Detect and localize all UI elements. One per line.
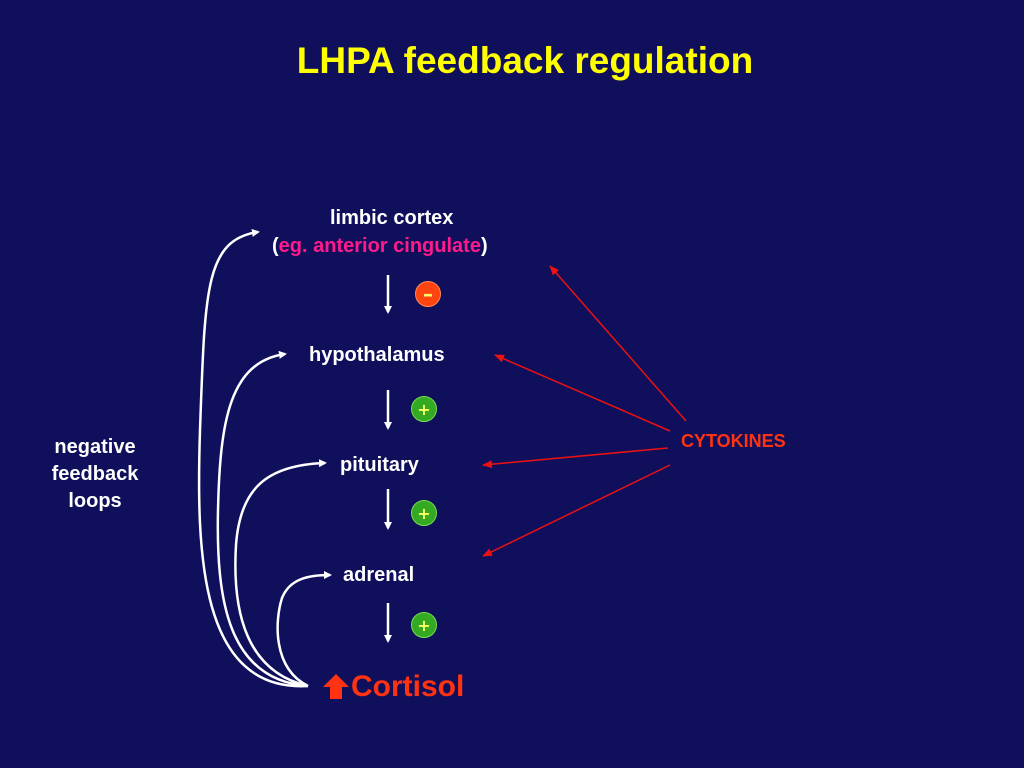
feedback-curve-hypothalamus: [216, 350, 309, 688]
cytokine-arrow-limbic: [549, 265, 687, 422]
feedback-line-2: feedback: [51, 463, 139, 485]
cytokine-arrow-pituitary: [482, 447, 669, 469]
limbic-example-text: eg. anterior cingulate: [278, 235, 481, 257]
negative-feedback-label: negative feedback loops: [36, 434, 154, 515]
feedback-line-3: loops: [68, 490, 122, 512]
feedback-curve-pituitary: [234, 459, 327, 688]
feedback-line-1: negative: [54, 436, 136, 458]
feedback-curve-limbic: [197, 228, 309, 688]
cortisol-label: Cortisol: [351, 670, 465, 703]
node-limbic-cortex: limbic cortex: [330, 207, 454, 229]
feedback-curve-adrenal: [276, 571, 332, 688]
inhibit-sign: –: [415, 281, 441, 307]
cytokines-label: CYTOKINES: [681, 431, 786, 451]
stimulate-sign-pituitary: +: [411, 500, 437, 526]
stimulate-sign-adrenal: +: [411, 612, 437, 638]
limbic-paren-open: (: [272, 235, 279, 257]
node-adrenal: adrenal: [343, 564, 415, 586]
node-hypothalamus: hypothalamus: [309, 344, 445, 366]
node-limbic-example: (eg. anterior cingulate): [272, 235, 488, 258]
slide-title: LHPA feedback regulation: [296, 40, 754, 81]
cytokine-arrow-adrenal: [482, 464, 671, 557]
cytokine-arrow-hypothalamus: [494, 354, 671, 432]
stimulate-sign-hypothalamus: +: [411, 396, 437, 422]
node-pituitary: pituitary: [340, 454, 419, 476]
cortisol-node: Cortisol: [322, 670, 464, 704]
limbic-paren-close: ): [480, 235, 488, 257]
up-arrow-icon: [323, 674, 349, 699]
